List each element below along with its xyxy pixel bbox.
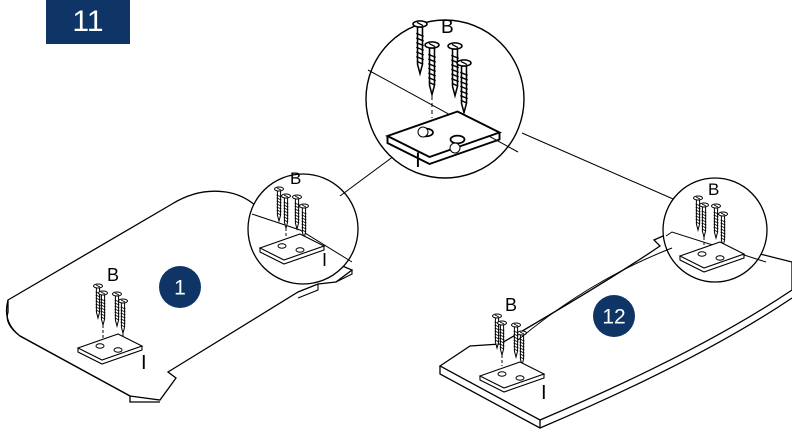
- step-number-badge: 11: [46, 0, 130, 44]
- zoom-bracket-label-i: I: [322, 250, 327, 270]
- right-bracket-label-i: I: [541, 382, 547, 404]
- right-leader-curve: [517, 247, 673, 341]
- part-number-bubble-12: [593, 295, 635, 337]
- leader-line-right: [521, 132, 681, 203]
- bracket-label-i: I: [141, 352, 147, 374]
- right-screw-label-b: B: [505, 295, 517, 315]
- screw-label-b: B: [107, 265, 119, 285]
- leader-line: [339, 155, 395, 197]
- detail-screw-label-b: B: [441, 17, 454, 38]
- zoom-screw-label-b: B: [290, 169, 301, 188]
- detail-zoom-circle: B I: [365, 17, 525, 179]
- right-panel: B I 12 B: [438, 177, 792, 429]
- part-number-bubble: [159, 266, 201, 308]
- left-panel: B I 1 B I: [5, 169, 359, 403]
- detail-bracket-label-i: I: [415, 149, 421, 172]
- right-zoom-screw-label-b: B: [708, 180, 719, 199]
- part-number-label: 1: [174, 277, 186, 300]
- part-number-label-12: 12: [602, 306, 625, 329]
